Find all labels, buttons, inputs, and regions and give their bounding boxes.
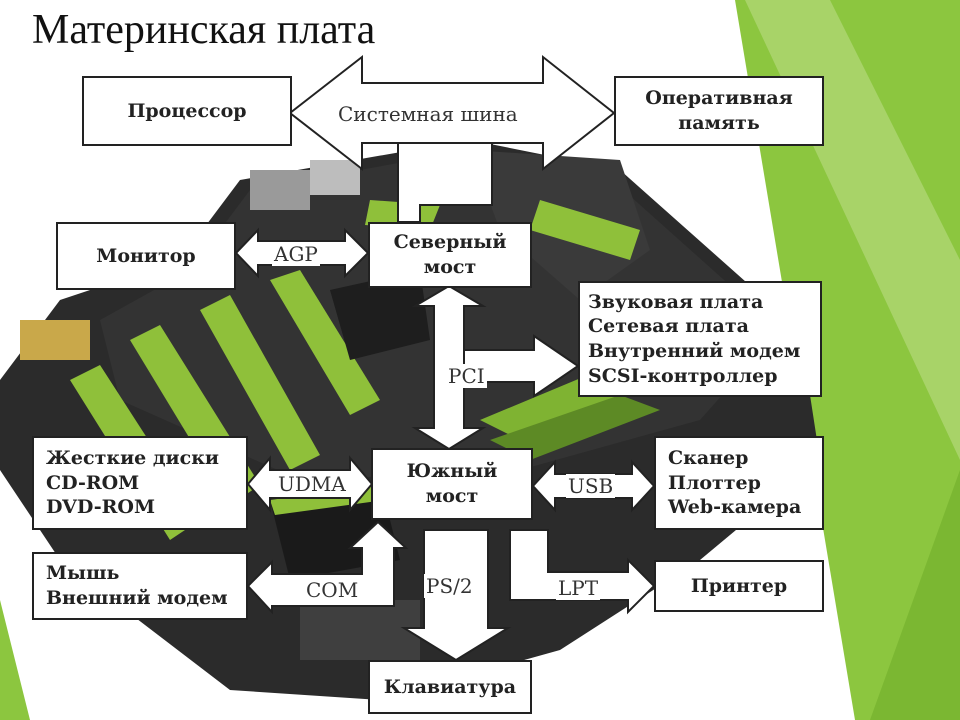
usb-device-scanner: Сканер [668, 446, 749, 469]
pci-devices-box: Звуковая плата Сетевая плата Внутренний … [578, 281, 822, 397]
pci-device-modem: Внутренний модем [588, 340, 801, 362]
printer-box: Принтер [654, 560, 824, 612]
mouse-label: Мышь [46, 562, 120, 585]
cpu-box: Процессор [82, 76, 292, 146]
usb-label: USB [566, 474, 616, 498]
agp-label: AGP [272, 242, 320, 266]
slide-title: Материнская плата [32, 7, 376, 53]
pci-device-network: Сетевая плата [588, 315, 749, 338]
pci-device-sound: Звуковая плата [588, 290, 764, 313]
slide-green-corner [0, 600, 30, 720]
mouse-modem-box: Мышь Внешний модем [32, 552, 248, 620]
cpu-label: Процессор [127, 99, 247, 122]
drives-dvdrom: DVD-ROM [46, 496, 155, 519]
southbridge-label-line-1: Южный [406, 460, 498, 483]
ram-box: Оперативная память [614, 76, 824, 146]
keyboard-label: Клавиатура [383, 675, 517, 698]
pci-device-scsi: SCSI-контроллер [588, 364, 778, 387]
southbridge-box: Южный мост [371, 448, 533, 520]
com-label: COM [304, 578, 361, 602]
northbridge-box: Северный мост [368, 222, 532, 288]
ram-label-line-2: память [678, 112, 760, 134]
northbridge-label-line-2: мост [423, 256, 477, 278]
southbridge-label-line-2: мост [425, 485, 479, 507]
slide-green-shade [870, 470, 960, 720]
lpt-label: LPT [556, 576, 601, 600]
external-modem-label: Внешний модем [46, 587, 228, 609]
northbridge-label-line-1: Северный [393, 231, 507, 254]
udma-label: UDMA [276, 472, 348, 496]
system-bus-label: Системная шина [336, 102, 520, 126]
usb-device-webcam: Web-камера [668, 496, 802, 519]
keyboard-box: Клавиатура [368, 660, 532, 714]
drives-cdrom: CD-ROM [46, 471, 140, 494]
lpt-arrow [509, 529, 656, 615]
usb-devices-box: Сканер Плоттер Web-камера [654, 436, 824, 530]
monitor-label: Монитор [96, 244, 196, 267]
drives-box: Жесткие диски CD-ROM DVD-ROM [32, 436, 248, 530]
monitor-box: Монитор [56, 222, 236, 290]
drives-hdd: Жесткие диски [46, 446, 220, 469]
printer-label: Принтер [690, 574, 788, 597]
com-arrow [246, 520, 409, 615]
usb-device-plotter: Плоттер [668, 471, 761, 494]
ps2-label: PS/2 [424, 574, 475, 598]
ram-label-line-1: Оперативная [645, 87, 793, 110]
pci-label: PCI [446, 364, 487, 388]
